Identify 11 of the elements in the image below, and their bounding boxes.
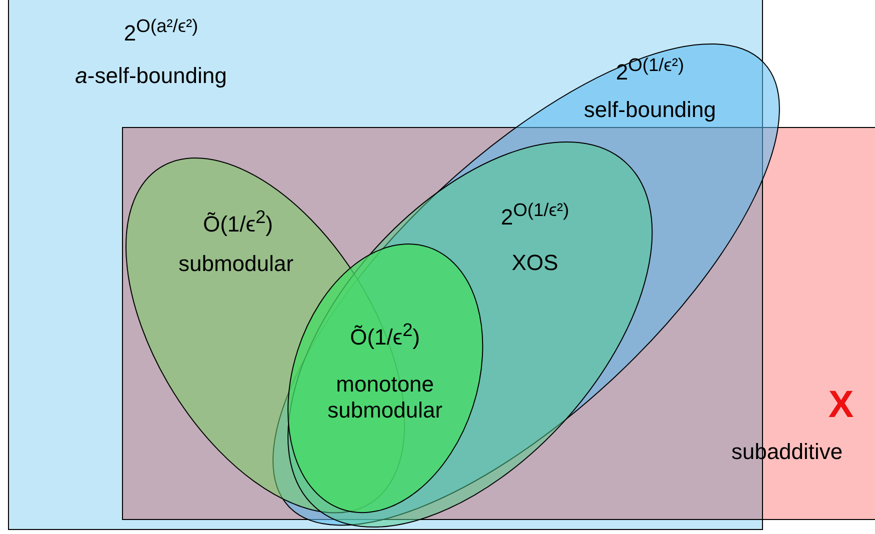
class-label: a-self-bounding: [75, 62, 227, 90]
class-label: XOS: [512, 250, 558, 276]
complexity-bound: Õ(1/ϵ$^{2}$): [202, 206, 273, 238]
complexity-bound: 2$^{O(1/ϵ²)}$: [616, 54, 684, 86]
complexity-bound: Õ(1/ϵ$^{2}$): [350, 319, 420, 351]
complexity-bound: 2$^{O(a²/ϵ²)}$: [124, 15, 198, 47]
complexity-bound: 2$^{O(1/ϵ²)}$: [500, 199, 570, 231]
class-label: self-bounding: [584, 96, 716, 124]
cross-mark: X: [828, 383, 854, 428]
class-label: submodular: [178, 250, 294, 278]
class-label: monotone submodular: [326, 372, 444, 424]
